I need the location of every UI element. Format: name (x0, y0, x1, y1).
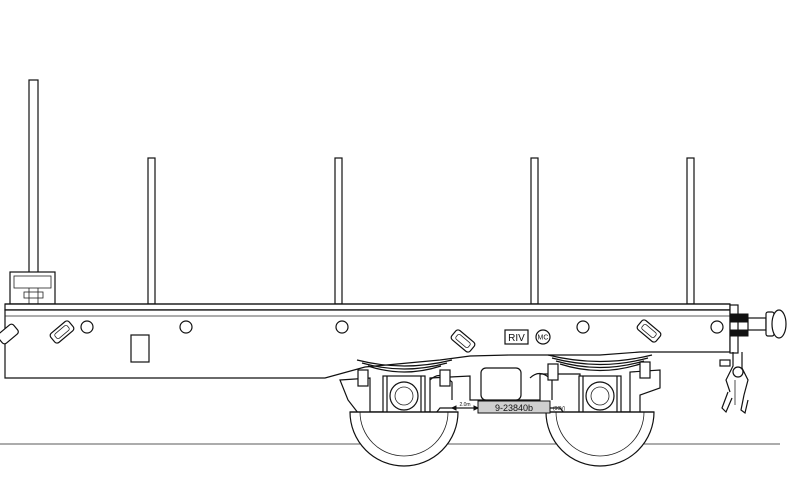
diamond-fittings (0, 319, 662, 353)
mc-label: MC (538, 335, 549, 342)
stanchions (28, 79, 695, 305)
wagon-deck (4, 303, 731, 311)
buffer-assembly (729, 304, 787, 354)
bogie-center-box (480, 367, 522, 401)
stake-pockets (80, 320, 724, 334)
wheel-left (349, 411, 459, 467)
axle-box-right (578, 375, 622, 419)
spring-hangers (357, 361, 651, 387)
riv-label: RIV (508, 333, 525, 344)
stanchion-2 (334, 157, 343, 305)
wheel-right (545, 411, 655, 467)
axle-box-left (382, 375, 426, 419)
riv-mark: RIV (504, 329, 529, 345)
side-sill (4, 309, 731, 379)
wheelbase-label: 2.0m (459, 402, 470, 408)
wagon-number-plate: 9-23840b (99V) (477, 400, 566, 414)
coupling-hook (719, 352, 749, 415)
wagon-number: 9-23840b (495, 403, 533, 413)
stanchion-4 (686, 157, 695, 305)
end-stanchion (28, 79, 39, 305)
wagon-number-suffix: (99V) (553, 406, 566, 412)
mc-mark: MC (535, 329, 551, 345)
stanchion-1 (147, 157, 156, 305)
stanchion-3 (530, 157, 539, 305)
leaf-springs (356, 354, 653, 373)
wheelbase-marker: 2.0m (450, 402, 480, 411)
label-panel (130, 334, 150, 363)
stanchion-bracket (9, 271, 56, 305)
